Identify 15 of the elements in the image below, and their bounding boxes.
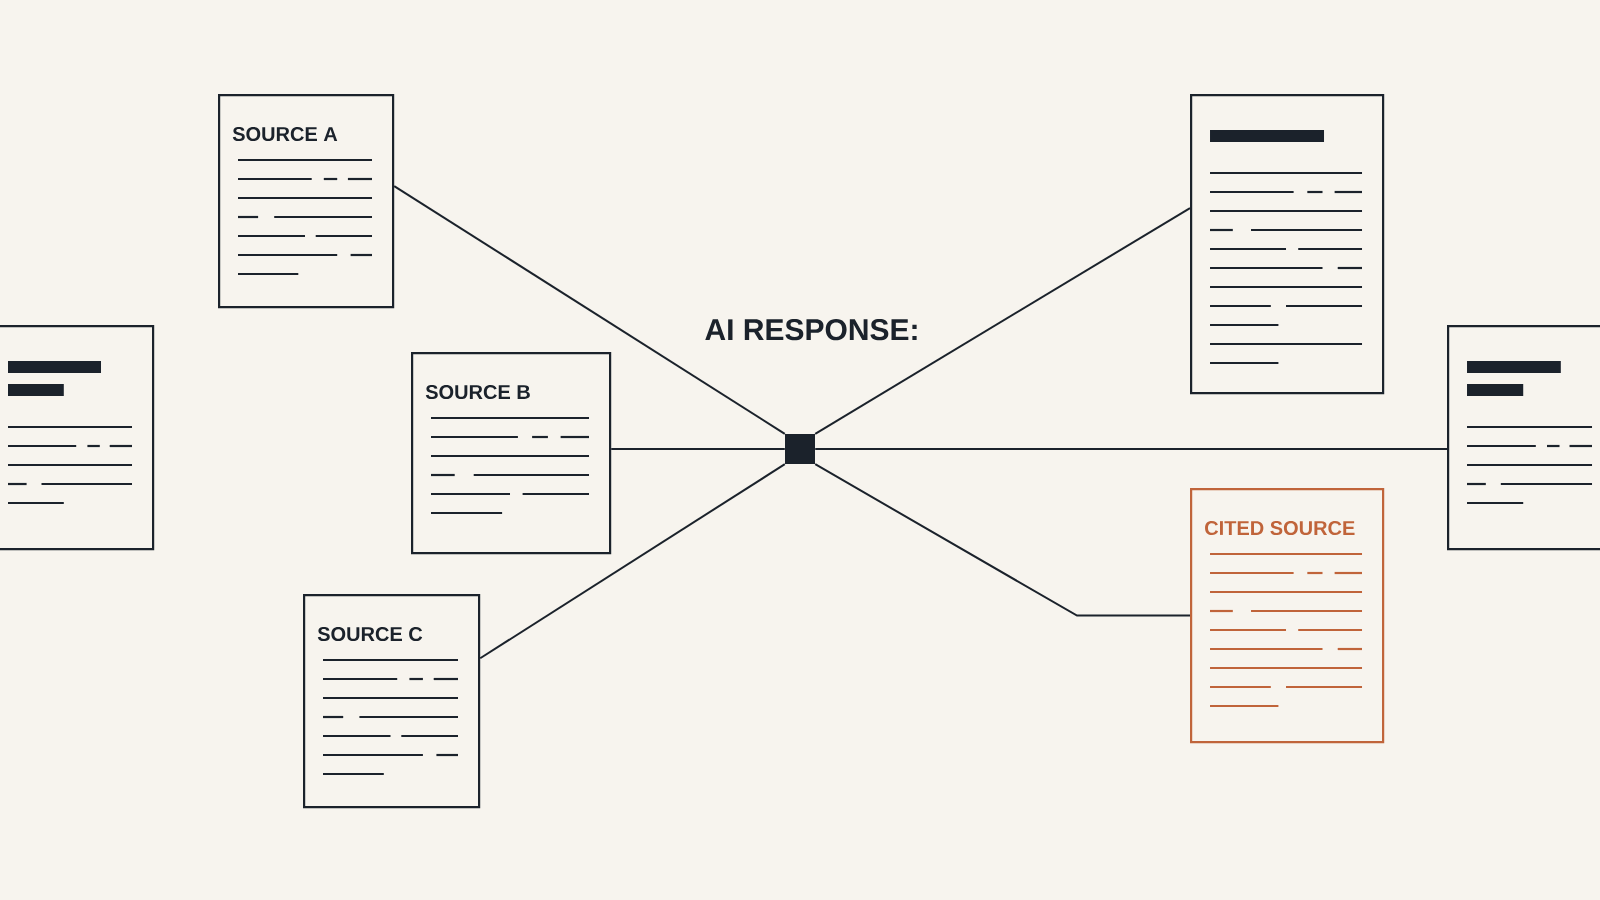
document-box: [1447, 325, 1600, 551]
connector-line: [610, 448, 786, 450]
connector-line: [479, 463, 786, 660]
document-card: SOURCE B: [411, 352, 612, 555]
document-box: [0, 325, 155, 551]
document-box: [1190, 94, 1385, 395]
connector-line: [393, 185, 786, 435]
document-card: SOURCE A: [218, 94, 395, 309]
document-card: CITED SOURCE: [1190, 488, 1385, 744]
heading: AI RESPONSE:: [705, 319, 917, 341]
connector-line: [814, 448, 1448, 450]
document-card: SOURCE C: [303, 594, 481, 809]
connector-line: [814, 207, 1191, 435]
hub-square: [785, 434, 815, 464]
connector-line: [814, 463, 1191, 617]
